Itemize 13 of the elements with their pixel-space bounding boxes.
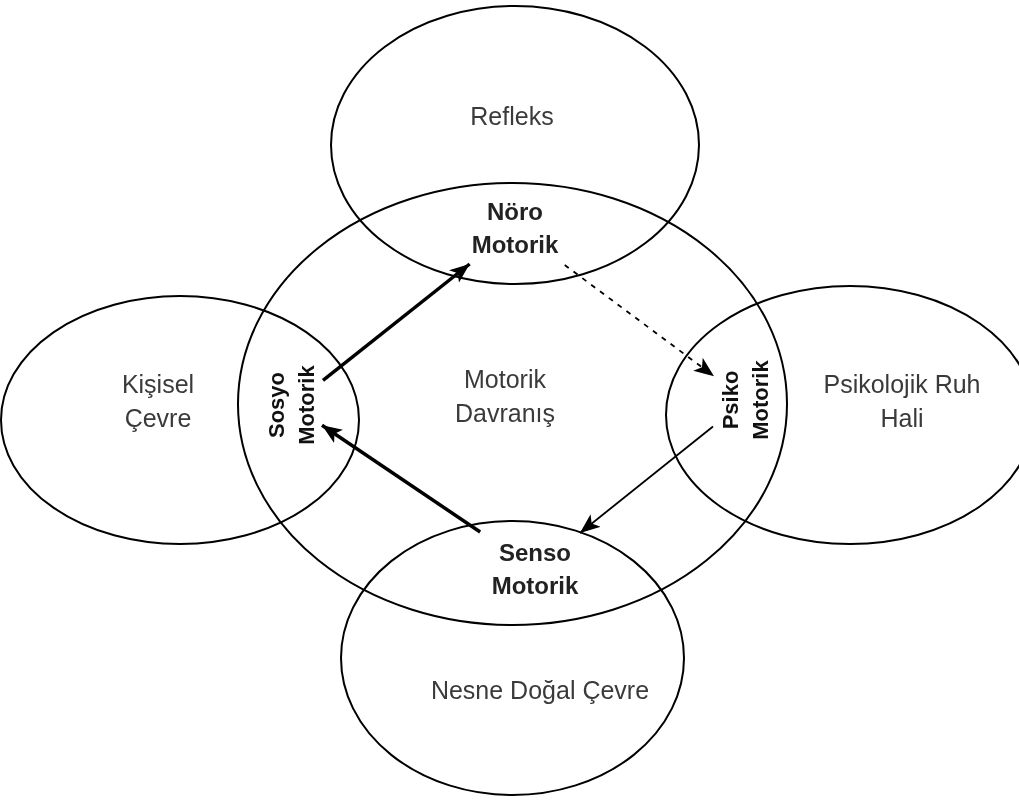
arrow [321, 423, 482, 534]
overlap-label: Nöro Motorik [455, 192, 575, 264]
ellipse-label: Kişisel Çevre [100, 366, 216, 436]
arrow [579, 425, 714, 534]
arrow [563, 264, 715, 378]
overlap-label: Senso Motorik [470, 533, 600, 605]
arrow [321, 262, 471, 382]
overlap-label: Sosyo Motorik [262, 340, 322, 470]
ellipse-label: Motorik Davranış [430, 362, 580, 430]
ellipse-label: Refleks [442, 96, 582, 136]
overlap-label: Psiko Motorik [714, 335, 778, 465]
ellipse-label: Nesne Doğal Çevre [420, 655, 660, 725]
ellipse-label: Psikolojik Ruh Hali [818, 366, 986, 436]
